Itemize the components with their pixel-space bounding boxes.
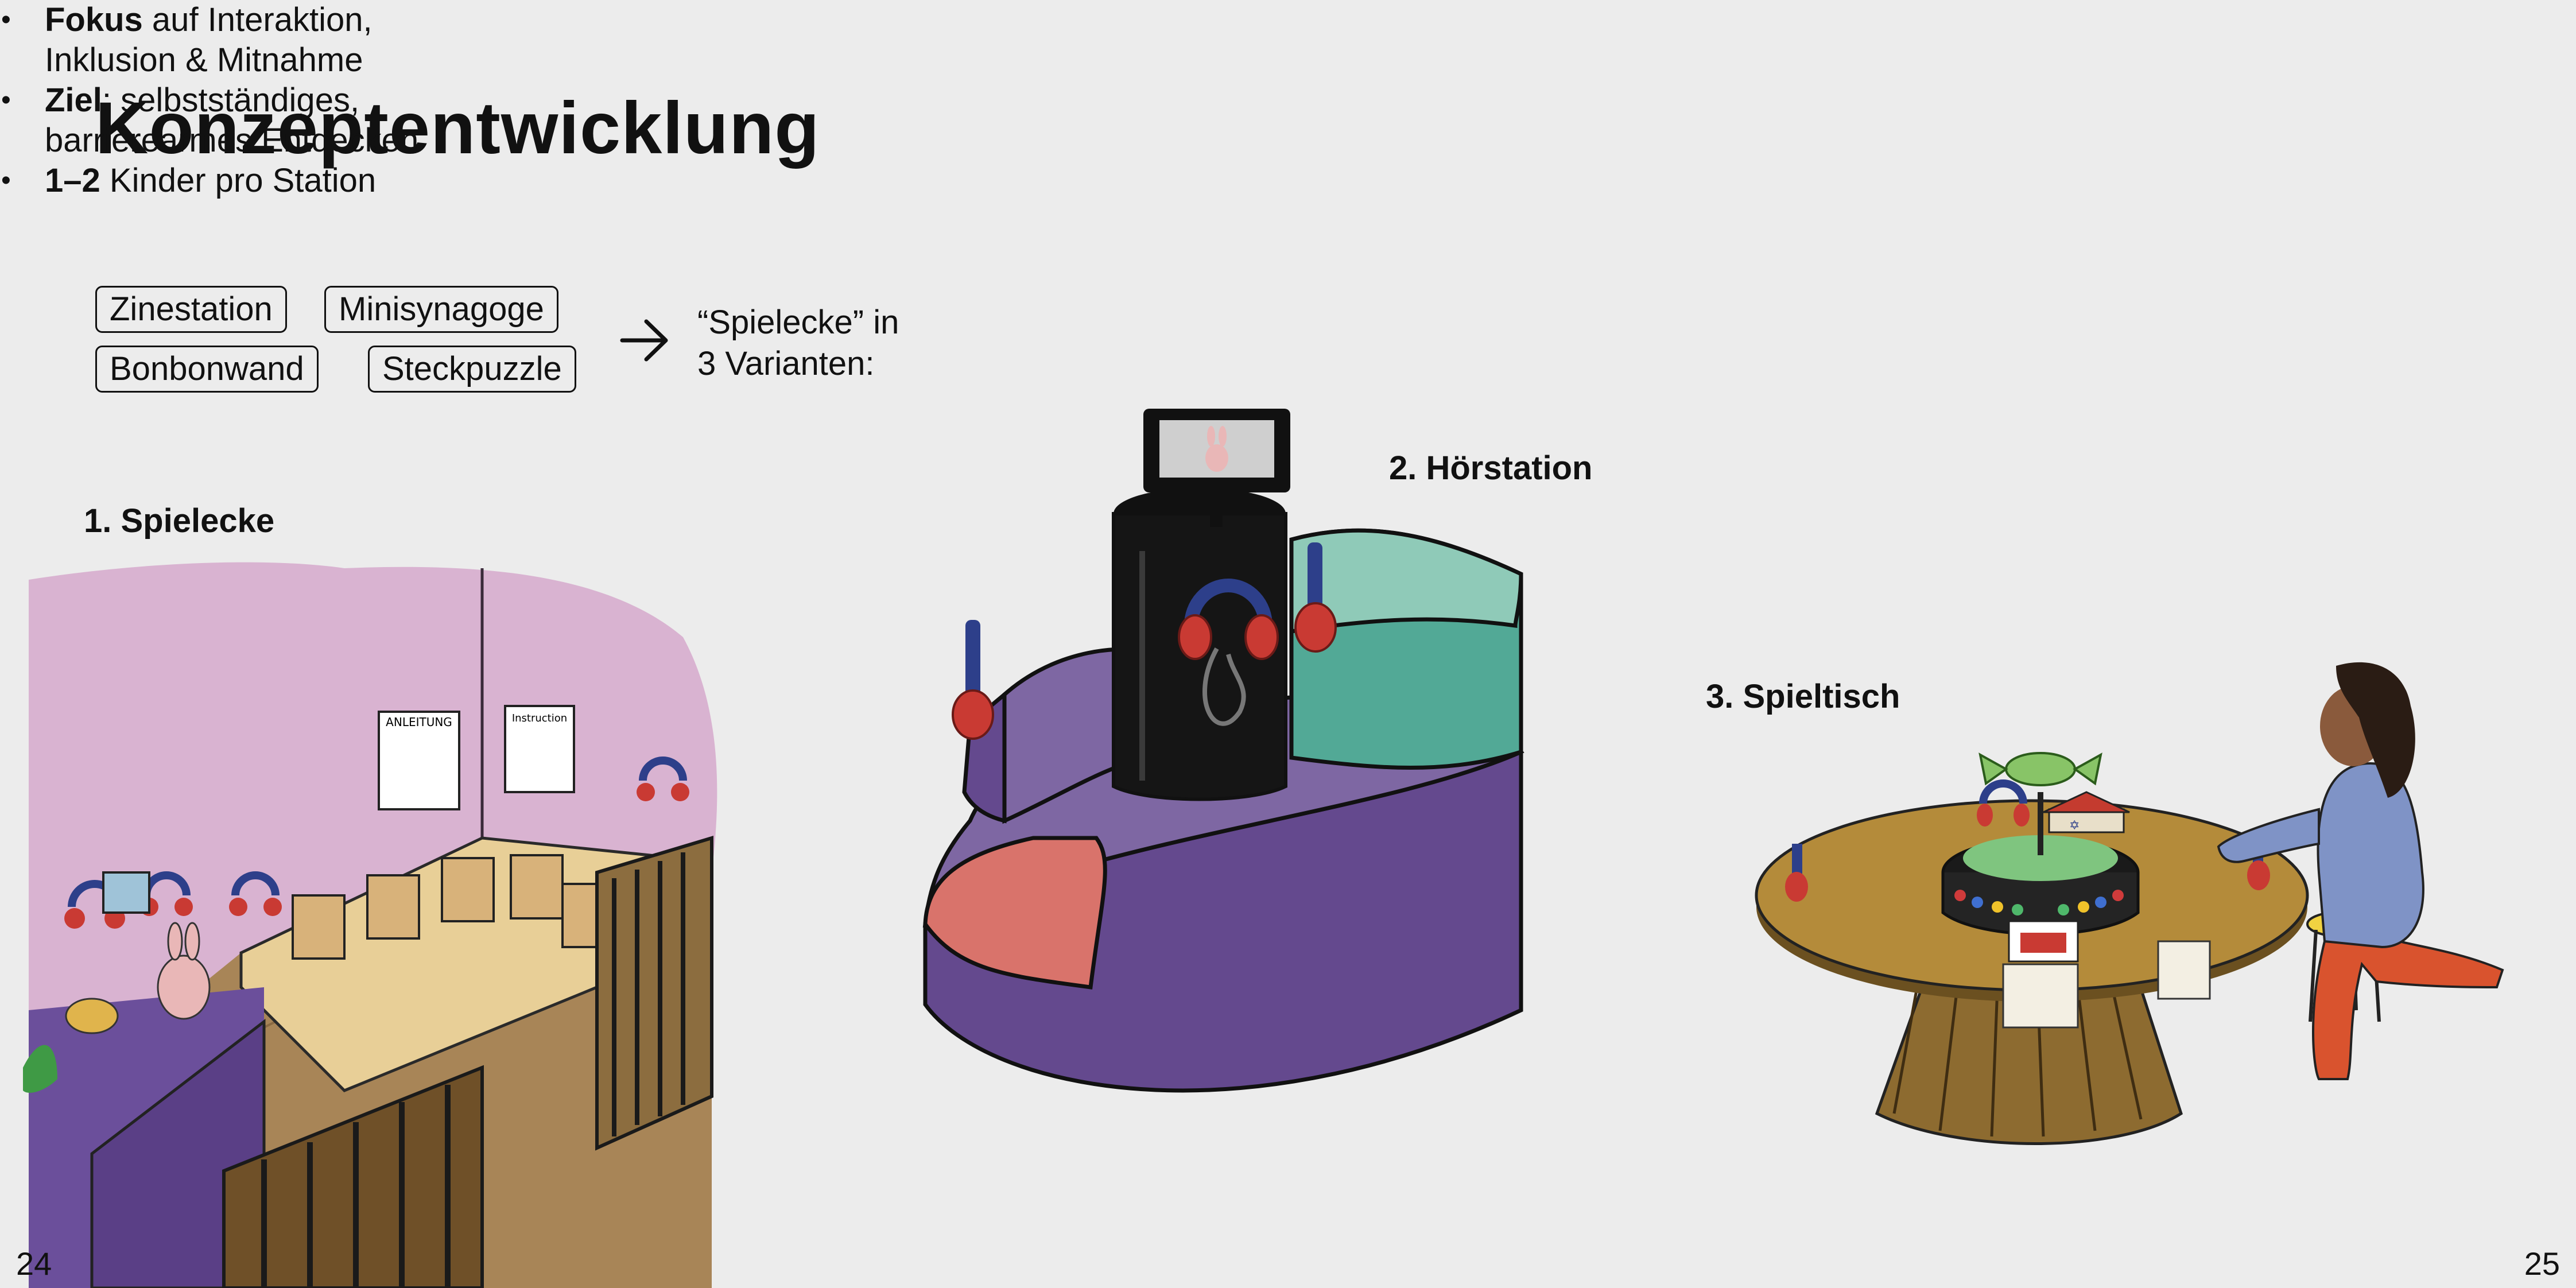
page-number-left: 24 [16, 1246, 52, 1282]
bullet-goal-bold: Ziel [45, 82, 102, 119]
bullet-goal-text: : selbstständiges, [102, 82, 360, 119]
station-label-spielecke: 1. Spielecke [84, 502, 275, 540]
station-label-spieltisch: 3. Spieltisch [1706, 678, 1900, 715]
bullet-focus-text: auf Interaktion, [142, 1, 373, 38]
headphones-icon [1977, 779, 2030, 827]
poster-anleitung: ANLEITUNG [386, 715, 452, 729]
bullet-goal: Ziel: selbstständiges,barrierearmes Entd… [0, 80, 2576, 161]
right-arrow-icon [620, 319, 668, 362]
tag-zinestation: Zinestation [95, 286, 287, 333]
bullet-list: Fokus auf Interaktion,Inklusion & Mitnah… [0, 0, 2576, 201]
bullet-focus-bold: Fokus [45, 1, 143, 38]
bullet-focus-line2: Inklusion & Mitnahme [45, 41, 363, 79]
variants-text: “Spielecke” in 3 Varianten: [697, 302, 899, 385]
star-of-david-icon: ✡ [2069, 818, 2080, 833]
variants-line-2: 3 Varianten: [697, 345, 875, 382]
headphones-icon [1178, 579, 1279, 726]
bullet-kids: 1–2 Kinder pro Station [0, 161, 2576, 201]
candy-icon [1978, 752, 2102, 786]
spieltisch-illustration: ✡ [1755, 662, 2504, 1145]
headphones-icon [952, 620, 994, 740]
spielecke-illustration: ANLEITUNG Instruction [23, 562, 717, 1288]
bullet-kids-text: Kinder pro Station [100, 162, 377, 199]
poster-instruction: Instruction [512, 712, 567, 724]
page-number-right: 25 [2524, 1246, 2560, 1282]
bullet-kids-bold: 1–2 [45, 162, 100, 199]
bunny-icon [157, 922, 211, 1020]
tag-bonbonwand: Bonbonwand [95, 346, 319, 393]
variants-line-1: “Spielecke” in [697, 304, 899, 341]
headphones-icon [1294, 542, 1337, 653]
tag-minisynagoge: Minisynagoge [324, 286, 558, 333]
hoerstation-illustration [922, 409, 1524, 1093]
tag-steckpuzzle: Steckpuzzle [368, 346, 576, 393]
bullet-focus: Fokus auf Interaktion,Inklusion & Mitnah… [0, 0, 2576, 80]
station-label-hoerstation: 2. Hörstation [1389, 449, 1593, 487]
bunny-icon [1205, 426, 1228, 472]
bullet-goal-line2: barrierearmes Entdecken [45, 122, 419, 159]
